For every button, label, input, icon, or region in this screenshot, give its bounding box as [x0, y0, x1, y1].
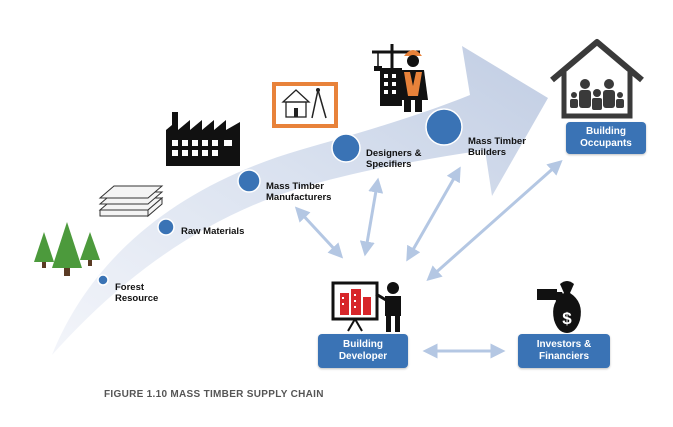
building-occupants-box: Building Occupants	[566, 122, 646, 154]
blueprint-house-icon	[272, 82, 338, 128]
connector-occupants-developer	[426, 160, 563, 281]
connector-designers-developer	[359, 177, 384, 257]
construction-worker-icon	[372, 44, 428, 112]
connector-builders-developer	[406, 166, 461, 262]
label-mass-timber-builders: Mass Timber Builders	[468, 136, 526, 158]
lumber-stack-icon	[98, 185, 164, 218]
figure-caption: FIGURE 1.10 MASS TIMBER SUPPLY CHAIN	[104, 389, 324, 400]
tree-icon	[34, 222, 100, 276]
node-builders	[425, 108, 463, 146]
money-bag-icon: $	[537, 281, 581, 333]
label-mass-timber-manufacturers: Mass Timber Manufacturers	[266, 181, 332, 203]
label-designers-specifiers: Designers & Specifiers	[366, 148, 422, 170]
label-forest-resource: Forest Resource	[115, 282, 159, 304]
connector-manufacturers-developer	[294, 206, 344, 259]
label-raw-materials: Raw Materials	[181, 226, 245, 237]
house-family-icon	[550, 39, 644, 119]
node-manufacturers	[237, 169, 261, 193]
presenter-icon	[331, 281, 401, 332]
building-developer-box: Building Developer	[318, 334, 408, 368]
node-raw-materials	[157, 218, 175, 236]
flow-arrow	[52, 46, 548, 355]
connectors	[294, 160, 563, 359]
factory-icon	[166, 112, 240, 166]
node-designers	[331, 133, 361, 163]
investors-financiers-box: Investors & Financiers	[518, 334, 610, 368]
svg-text:$: $	[562, 309, 572, 328]
node-forest-resource	[97, 274, 109, 286]
chain-nodes	[97, 108, 463, 286]
